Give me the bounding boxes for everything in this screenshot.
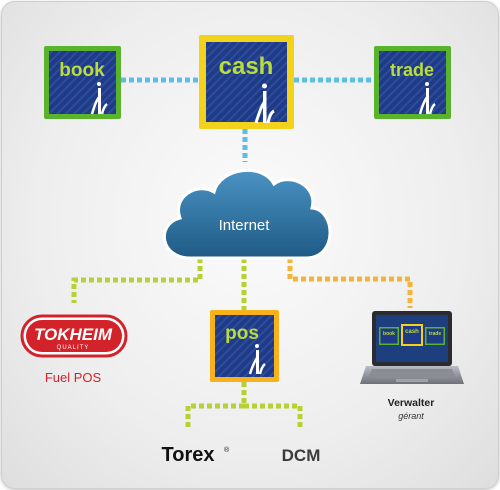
fuel-pos-label: Fuel POS [45,370,102,385]
pos-tile[interactable]: pos [210,310,279,382]
book-label: book [59,60,105,81]
tokheim-logo-text: TOKHEIM [34,325,113,344]
laptop-book-label: book [383,331,395,337]
torex-label: Torex [162,444,215,466]
link-internet-tokheim [71,258,203,303]
cash-tile[interactable]: cash [199,35,294,129]
pos-label: pos [225,323,259,344]
book-tile[interactable]: book [44,46,121,119]
laptop-screen-book-tile: book [379,327,399,345]
dcm-label: DCM [282,446,321,465]
link-pos-devices [185,382,303,430]
internet-cloud[interactable]: Internet [163,168,332,260]
tokheim-quality-text: QUALITY [57,345,90,351]
cash-label: cash [219,53,274,80]
laptop-icon[interactable]: book cash trade [360,311,464,384]
laptop-screen-trade-tile: trade [425,327,445,345]
link-internet-laptop [287,258,413,308]
laptop-screen-cash-tile: cash [401,324,423,346]
laptop-trade-label: trade [429,331,441,337]
module-logo-icon [254,83,275,124]
trade-label: trade [390,60,434,80]
module-logo-icon [418,82,436,115]
module-logo-icon [90,82,108,115]
internet-label: Internet [219,217,271,234]
torex-registered-mark: ® [224,446,230,454]
laptop-cash-label: cash [405,329,419,335]
torex-logo: Torex ® [162,444,230,466]
module-logo-icon [248,344,266,375]
trade-tile[interactable]: trade [374,46,451,119]
laptop-subcaption: gérant [398,411,424,421]
laptop-caption: Verwalter [388,397,435,409]
tokheim-logo: TOKHEIM QUALITY [20,314,128,358]
